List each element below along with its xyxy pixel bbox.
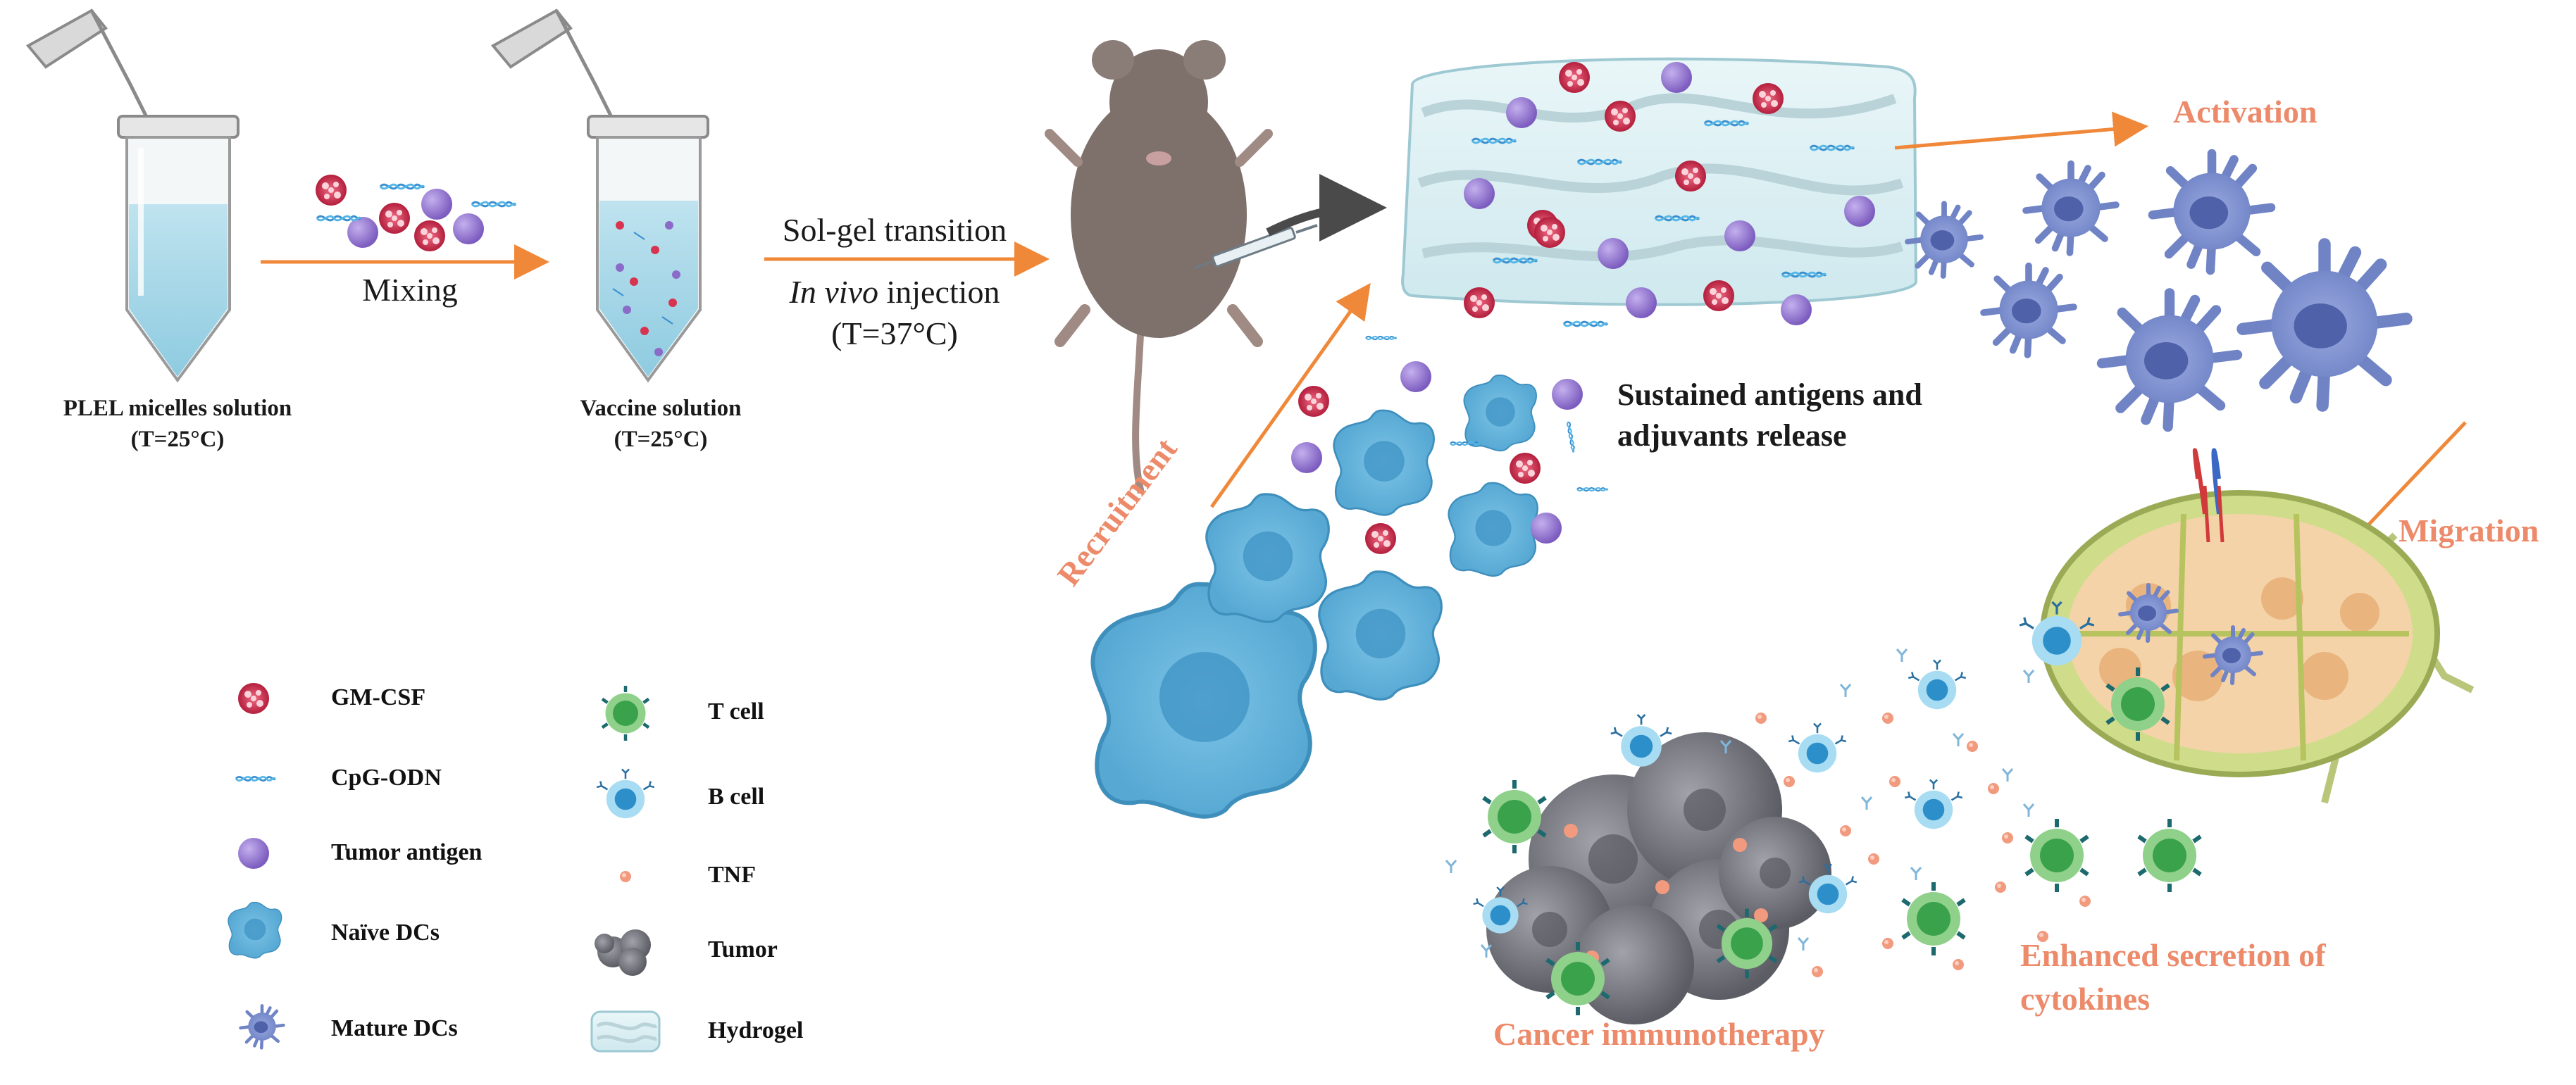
vaccine-temp: (T=25°C) — [614, 427, 708, 452]
legend-naive-dc-icon — [228, 901, 282, 959]
release-label-line2: adjuvants release — [1617, 418, 1847, 453]
syringe-icon — [1193, 224, 1318, 270]
naive-dc-cluster — [1093, 335, 1609, 817]
release-label-line1: Sustained antigens and — [1617, 377, 1922, 412]
mixing-label: Mixing — [362, 272, 458, 308]
plel-tube-icon — [25, 8, 239, 383]
vaccine-tube-icon — [490, 8, 709, 383]
legend-bcell-icon — [595, 768, 656, 820]
legend-tnf-icon — [620, 871, 631, 882]
legend-antigen-icon — [238, 838, 269, 869]
immunotherapy-label: Cancer immunotherapy — [1493, 1016, 1825, 1052]
secretion-label-line1: Enhanced secretion of — [2020, 937, 2326, 973]
legend-tumor-icon — [595, 929, 651, 976]
legend-tcell-icon — [602, 686, 649, 741]
legend-cpg-label: CpG-ODN — [331, 765, 442, 791]
legend-hydrogel-label: Hydrogel — [708, 1017, 804, 1043]
plel-temp: (T=25°C) — [130, 427, 225, 452]
hydrogel-depot — [1401, 57, 1918, 327]
legend-mature-dc-icon — [241, 1005, 284, 1048]
in-vivo-italic: In vivo — [789, 274, 878, 310]
solgel-label: Sol-gel transition — [782, 212, 1007, 248]
plel-title: PLEL micelles solution — [63, 396, 292, 421]
legend-bcell-label: B cell — [708, 784, 765, 810]
legend-naive-dc-label: Naïve DCs — [331, 920, 440, 946]
tumor-cluster — [1486, 732, 1831, 1024]
injection-rest: injection — [878, 274, 1000, 310]
legend-mature-dc-label: Mature DCs — [331, 1015, 458, 1041]
legend-cpg-icon — [235, 776, 277, 782]
temp37-label: (T=37°C) — [831, 315, 958, 351]
mouse-icon — [1045, 40, 1387, 494]
legend-icons — [228, 683, 661, 1053]
migration-label: Migration — [2398, 513, 2539, 548]
secretion-label-line2: cytokines — [2020, 981, 2150, 1017]
lymph-node-icon — [2018, 448, 2475, 804]
recruitment-arrow — [1209, 282, 1371, 508]
injection-label: In vivo injection — [790, 273, 1000, 311]
legend-antigen-label: Tumor antigen — [331, 839, 483, 865]
legend-tumor-label: Tumor — [708, 936, 778, 962]
mature-dc-cluster — [1908, 153, 2406, 427]
vaccine-title: Vaccine solution — [580, 396, 742, 421]
activation-label: Activation — [2173, 94, 2317, 130]
legend-gmcsf-label: GM-CSF — [331, 684, 426, 710]
mixing-ingredients — [316, 175, 517, 251]
activation-arrow — [1894, 111, 2148, 150]
legend-tnf-label: TNF — [708, 862, 756, 888]
legend-hydrogel-icon — [590, 1010, 661, 1053]
legend-gmcsf-icon — [238, 683, 269, 714]
legend-tcell-label: T cell — [708, 698, 764, 725]
